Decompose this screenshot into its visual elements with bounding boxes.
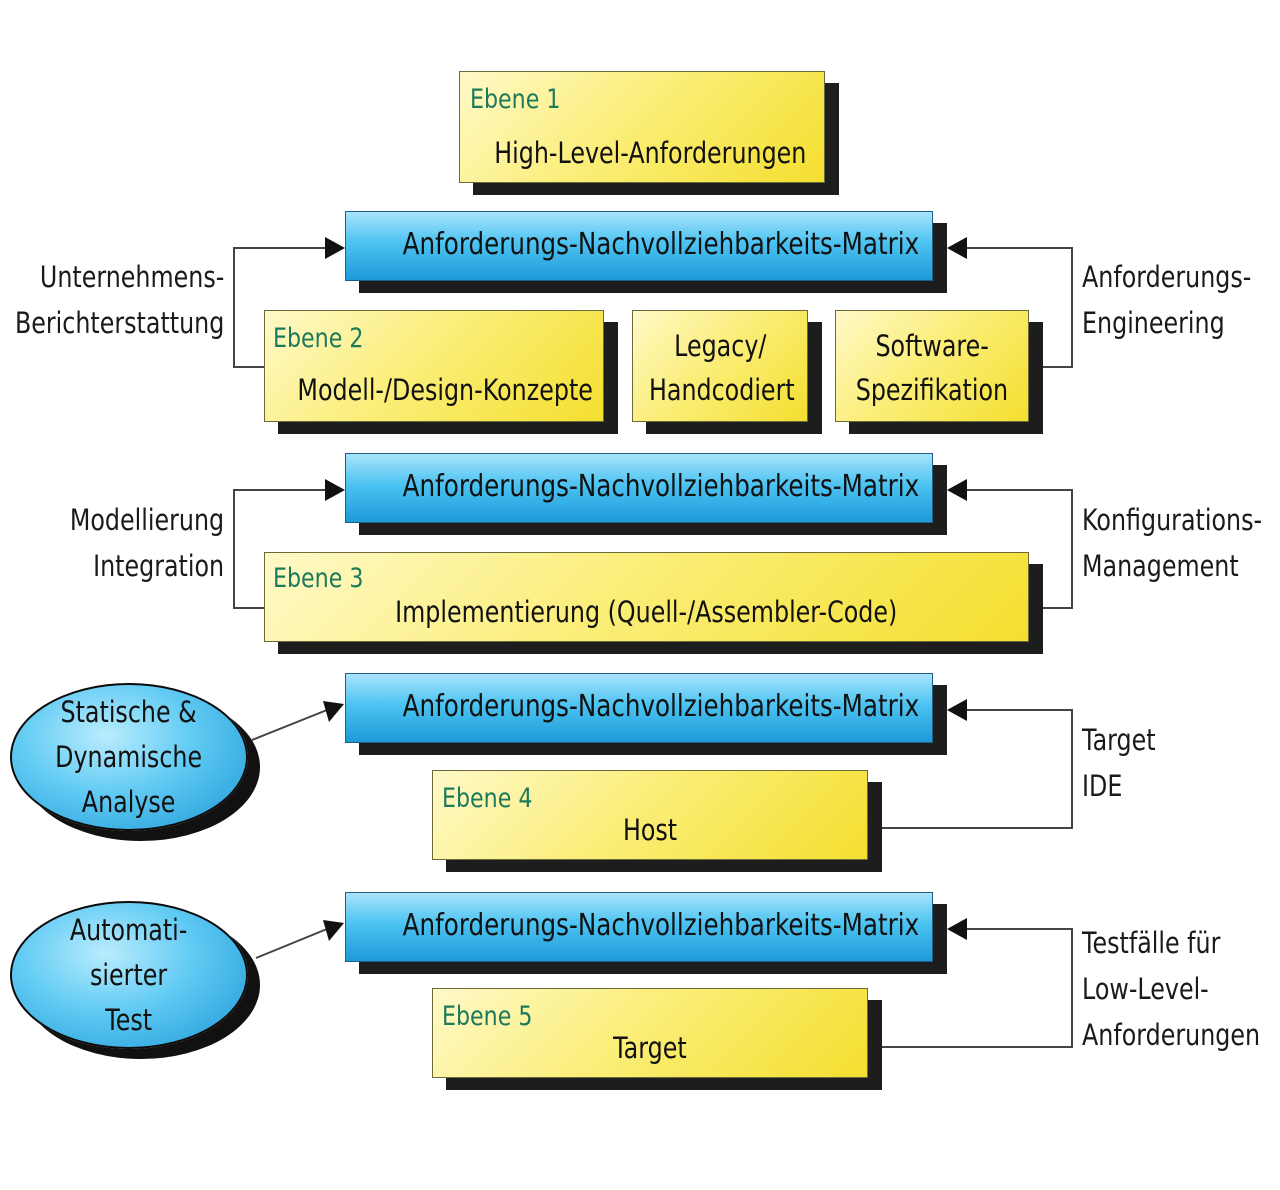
level5-label: Ebene 5 — [442, 1001, 533, 1032]
matrix-text-3: Anforderungs-Nachvollziehbarkeits-Matrix — [402, 689, 920, 724]
arrowhead-m4-left — [323, 920, 344, 941]
level5-text: Target — [613, 1031, 687, 1065]
ellipse-analysis: Statische & Dynamische Analyse — [10, 683, 248, 831]
arrowhead-m3-right — [947, 699, 967, 721]
matrix-text-4: Anforderungs-Nachvollziehbarkeits-Matrix — [402, 908, 920, 943]
level2-box: Ebene 2 Modell-/Design-Konzepte — [264, 310, 604, 422]
label-target-ide: Target IDE — [1082, 723, 1156, 803]
matrix-box-1: Anforderungs-Nachvollziehbarkeits-Matrix — [345, 211, 933, 281]
connector-modeling — [233, 489, 327, 609]
software-line1: Software- — [875, 329, 989, 363]
ellipse-autotest: Automati- sierter Test — [10, 901, 248, 1049]
connector-testcases — [880, 928, 1073, 1048]
label-config: Konfigurations- Management — [1082, 503, 1263, 583]
legacy-line2: Handcodiert — [648, 373, 795, 407]
label-testcases: Testfälle für Low-Level- Anforderungen — [1082, 926, 1261, 1052]
arrowhead-m4-right — [947, 918, 967, 940]
connector-config — [965, 489, 1073, 609]
matrix-box-4: Anforderungs-Nachvollziehbarkeits-Matrix — [345, 892, 933, 962]
legacy-box: Legacy/ Handcodiert — [632, 310, 808, 422]
matrix-box-3: Anforderungs-Nachvollziehbarkeits-Matrix — [345, 673, 933, 743]
matrix-text-2: Anforderungs-Nachvollziehbarkeits-Matrix — [402, 469, 920, 504]
level4-text: Host — [622, 813, 678, 847]
connector-target-ide — [880, 709, 1073, 829]
level2-label: Ebene 2 — [273, 323, 364, 354]
level4-box: Ebene 4 Host — [432, 770, 868, 860]
matrix-box-2: Anforderungs-Nachvollziehbarkeits-Matrix — [345, 453, 933, 523]
label-modeling: Modellierung Integration — [69, 503, 224, 583]
connector-reporting — [233, 247, 327, 368]
level4-label: Ebene 4 — [442, 783, 533, 814]
level3-box: Ebene 3 Implementierung (Quell-/Assemble… — [264, 552, 1029, 642]
connector-analysis — [251, 709, 328, 741]
level3-text: Implementierung (Quell-/Assembler-Code) — [395, 595, 898, 629]
matrix-text-1: Anforderungs-Nachvollziehbarkeits-Matrix — [402, 227, 920, 262]
level1-label: Ebene 1 — [470, 84, 561, 115]
arrowhead-m3-left — [323, 701, 344, 722]
connector-req-eng — [965, 247, 1073, 368]
level3-label: Ebene 3 — [273, 563, 364, 594]
legacy-line1: Legacy/ — [673, 329, 767, 363]
label-req-eng: Anforderungs- Engineering — [1082, 260, 1252, 340]
software-spec-box: Software- Spezifikation — [835, 310, 1029, 422]
level5-box: Ebene 5 Target — [432, 988, 868, 1078]
level2-text: Modell-/Design-Konzepte — [297, 373, 593, 407]
software-line2: Spezifikation — [855, 373, 1009, 407]
arrowhead-m1-right — [947, 237, 967, 259]
arrowhead-m1-left — [325, 237, 345, 259]
connector-autotest — [255, 928, 328, 959]
level1-text: High-Level-Anforderungen — [494, 136, 807, 170]
level1-box: Ebene 1 High-Level-Anforderungen — [459, 71, 825, 183]
arrowhead-m2-right — [947, 479, 967, 501]
label-reporting: Unternehmens- Berichterstattung — [14, 260, 225, 340]
arrowhead-m2-left — [325, 479, 345, 501]
